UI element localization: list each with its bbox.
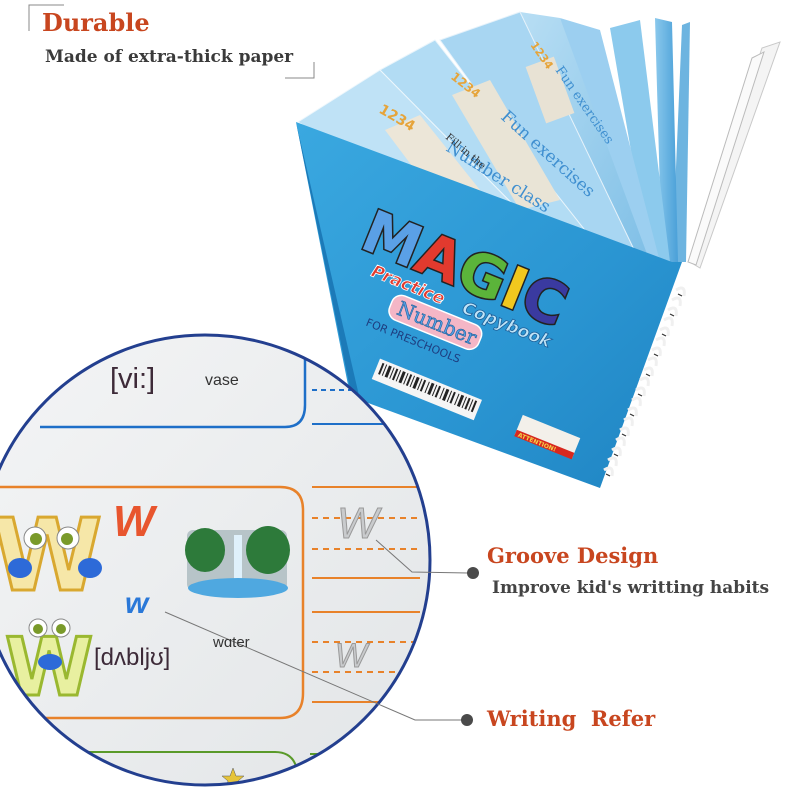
spiral-binding bbox=[603, 286, 686, 477]
word: wɑter bbox=[213, 634, 250, 651]
groove-subtitle: Improve kid's writting habits bbox=[492, 578, 770, 598]
waterfall-picture bbox=[185, 526, 290, 598]
writing-bullet-icon bbox=[461, 714, 473, 726]
groove-title: Groove Design bbox=[487, 543, 659, 568]
groove-bullet-icon bbox=[467, 567, 479, 579]
book-cover bbox=[296, 122, 682, 488]
durable-title: Durable bbox=[42, 8, 150, 37]
fanned-pages bbox=[297, 11, 781, 269]
letter-blue: w bbox=[125, 587, 149, 620]
svg-text:W: W bbox=[0, 497, 102, 614]
writing-leader-line bbox=[164, 611, 462, 721]
mascot-w-small: W bbox=[4, 618, 95, 716]
trace-letter-1: W bbox=[337, 499, 380, 549]
letter-red: W bbox=[113, 497, 155, 546]
barcode bbox=[371, 358, 482, 421]
writing-title: Writing Refer bbox=[487, 706, 656, 731]
word-top: vase bbox=[205, 372, 239, 389]
trace-letter-2: W bbox=[334, 637, 368, 676]
durable-subtitle: Made of extra-thick paper bbox=[45, 47, 294, 67]
groove-leader-line bbox=[375, 539, 469, 574]
phonetic-top: [vi:] bbox=[110, 363, 156, 395]
mascot-w-large: W bbox=[0, 496, 104, 616]
phonetic: [dʌbljʊ] bbox=[94, 644, 171, 671]
